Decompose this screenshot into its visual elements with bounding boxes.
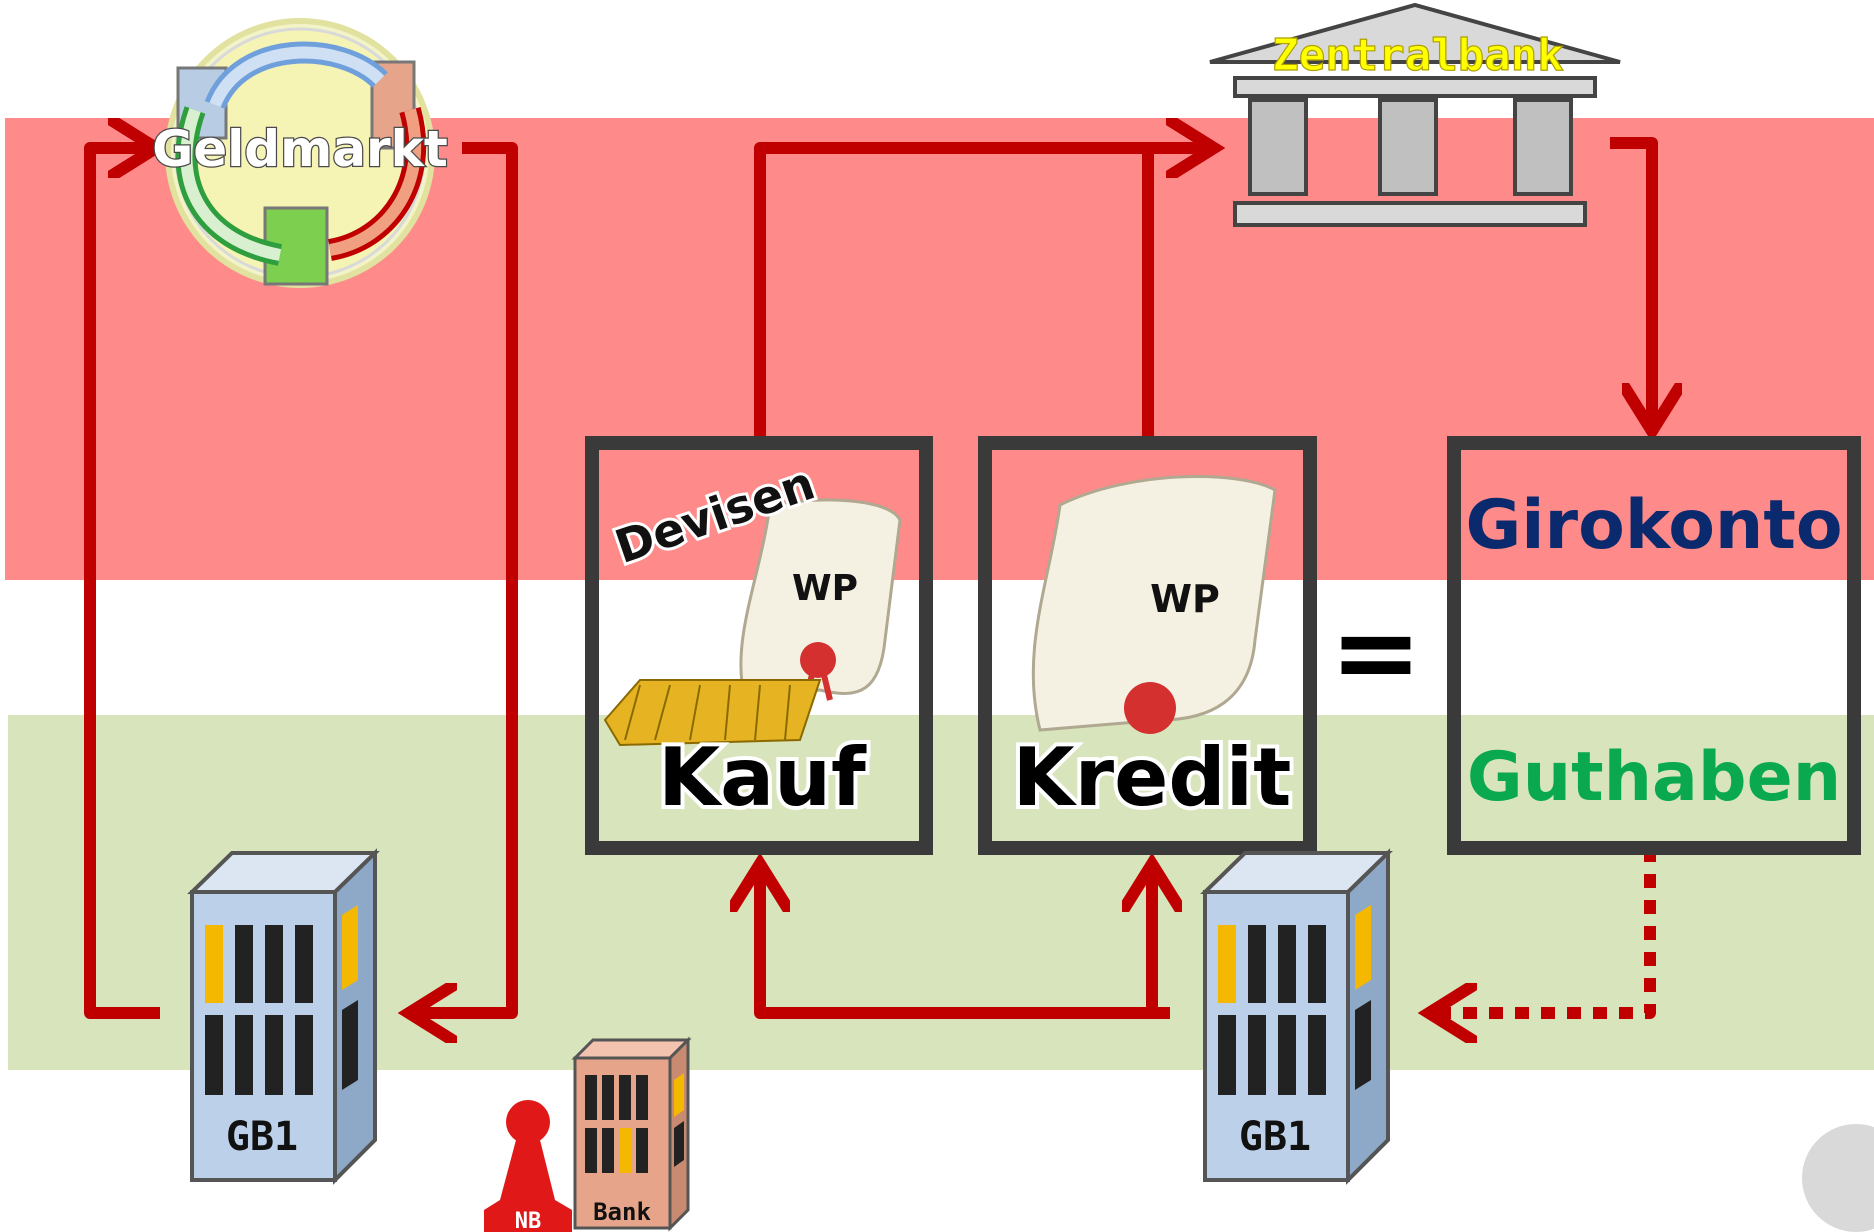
bank-label: Bank bbox=[593, 1198, 651, 1226]
kredit-wp-label: WP bbox=[1150, 577, 1220, 621]
arrow-kauf-to-zentralbank bbox=[754, 148, 1208, 443]
cycle-icon bbox=[165, 18, 435, 288]
nb-bank-logo: NB Bank bbox=[484, 1036, 692, 1232]
geldmarkt-node: Geldmarkt bbox=[151, 18, 449, 288]
scroll-icon: WP bbox=[739, 498, 902, 702]
gb1-left-node: GB1 bbox=[187, 848, 380, 1185]
kauf-box: WP Devisen Kauf bbox=[585, 436, 933, 855]
server-building-icon bbox=[187, 848, 380, 1185]
girokonto-box: Girokonto Guthaben bbox=[1447, 436, 1861, 855]
gb1-left-label: GB1 bbox=[226, 1114, 298, 1160]
nb-label: NB bbox=[515, 1209, 542, 1232]
scroll-icon: WP bbox=[1031, 474, 1277, 734]
gb1-right-node: GB1 bbox=[1200, 848, 1393, 1185]
bank-building-icon: Bank bbox=[571, 1036, 692, 1232]
arrow-zentralbank-to-girokonto bbox=[1610, 137, 1652, 425]
kauf-label: Kauf bbox=[658, 731, 867, 824]
girokonto-label: Girokonto bbox=[1465, 486, 1842, 565]
zentralbank-label: Zentralbank bbox=[1272, 30, 1563, 81]
corner-circle bbox=[1802, 1124, 1874, 1232]
arrow-gb1-to-geldmarkt bbox=[84, 148, 160, 1019]
guthaben-label: Guthaben bbox=[1467, 738, 1841, 817]
geldmarkt-label: Geldmarkt bbox=[152, 120, 448, 178]
kauf-wp-label: WP bbox=[792, 568, 858, 609]
kredit-label: Kredit bbox=[1013, 731, 1292, 824]
arrows bbox=[84, 137, 1656, 1019]
arrow-bottom-to-kauf bbox=[760, 870, 1170, 1019]
arrow-guthaben-to-gb1-dotted bbox=[1435, 848, 1656, 1013]
central-bank-icon bbox=[1209, 2, 1621, 227]
equals-sign: = bbox=[1330, 588, 1422, 716]
gb1-right-label: GB1 bbox=[1239, 1114, 1311, 1160]
zentralbank-node: Zentralbank bbox=[1209, 2, 1621, 227]
arrow-geldmarkt-to-gb1 bbox=[415, 142, 518, 1013]
gold-bars-icon bbox=[603, 679, 822, 747]
pawn-icon: NB bbox=[484, 1100, 572, 1232]
server-building-icon bbox=[1200, 848, 1393, 1185]
kredit-box: WP Kredit bbox=[978, 436, 1317, 855]
